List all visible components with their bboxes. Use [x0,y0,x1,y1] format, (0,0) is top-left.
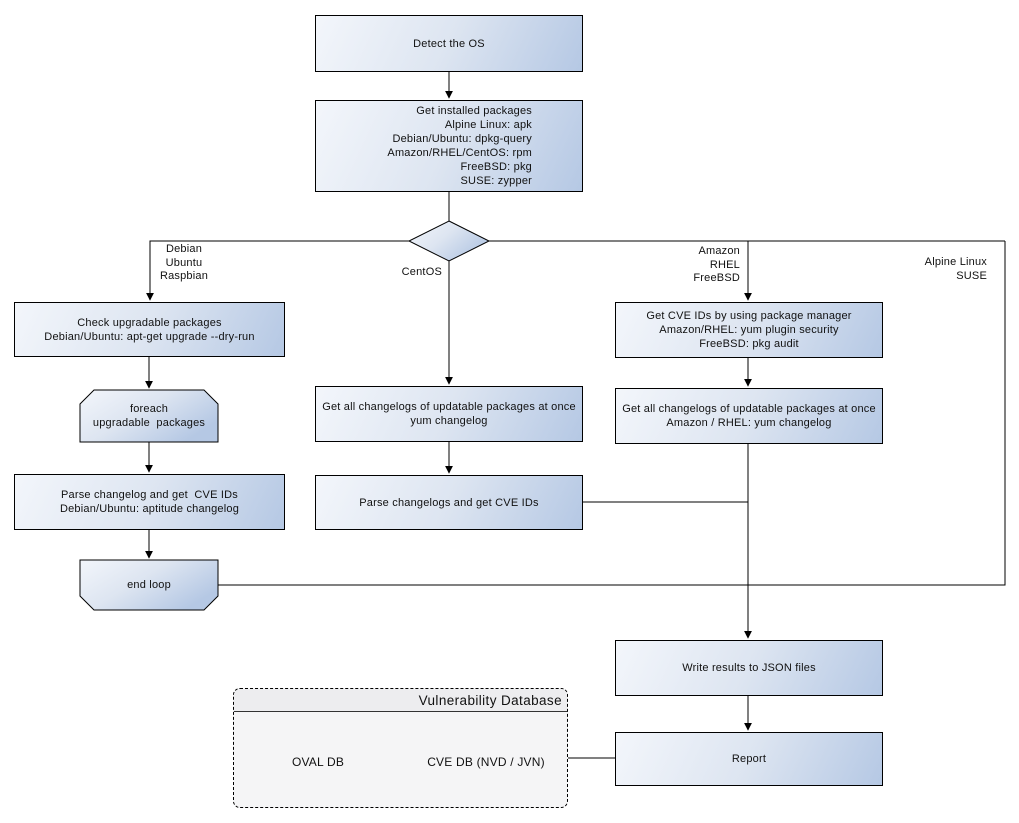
node-get-changelogs-amazon-rhel: Get all changelogs of updatable packages… [615,388,883,444]
vulnerability-database-title: Vulnerability Database [234,689,567,712]
node-end-loop-label: end loop [127,579,171,591]
node-get-cve-ids-package-manager: Get CVE IDs by using package manager Ama… [615,302,883,358]
node-get-changelogs-centos: Get all changelogs of updatable packages… [315,386,583,442]
cve-db-label: CVE DB (NVD / JVN) [427,755,545,769]
edge-label-centos-branch: CentOS [401,266,442,278]
decision-diamond-os [407,220,491,262]
node-check-upgradable-packages: Check upgradable packages Debian/Ubuntu:… [14,302,285,357]
node-parse-changelog-debian: Parse changelog and get CVE IDs Debian/U… [14,474,285,530]
node-get-installed-packages: Get installed packages Alpine Linux: apk… [315,100,583,192]
node-write-results-json: Write results to JSON files [615,640,883,696]
edge-label-amazon-branch: Amazon RHEL FreeBSD [693,245,740,284]
node-parse-changelog-debian-label: Parse changelog and get CVE IDs Debian/U… [59,489,240,515]
oval-db-label: OVAL DB [291,755,345,769]
edge-label-debian-branch: Debian Ubuntu Raspbian [159,243,209,282]
edge-label-alpine-branch: Alpine Linux SUSE [924,256,987,282]
node-get-changelogs-centos-label: Get all changelogs of updatable packages… [322,401,576,427]
node-report: Report [615,732,883,786]
node-get-installed-packages-label: Get installed packages Alpine Linux: apk… [387,105,532,187]
node-parse-changelogs-centos-label: Parse changelogs and get CVE IDs [359,496,539,509]
node-foreach-loop-start-label: foreach upgradable packages [92,403,206,429]
node-check-upgradable-packages-label: Check upgradable packages Debian/Ubuntu:… [44,316,255,343]
node-get-changelogs-amazon-rhel-label: Get all changelogs of updatable packages… [622,403,876,429]
node-parse-changelogs-centos: Parse changelogs and get CVE IDs [315,475,583,530]
node-detect-os-label: Detect the OS [413,37,485,50]
node-get-cve-ids-package-manager-label: Get CVE IDs by using package manager Ama… [646,310,852,350]
vulnerability-database-group: Vulnerability Database [233,688,568,808]
node-report-label: Report [731,753,767,765]
node-detect-os: Detect the OS [315,15,583,72]
node-write-results-json-label: Write results to JSON files [682,662,816,674]
